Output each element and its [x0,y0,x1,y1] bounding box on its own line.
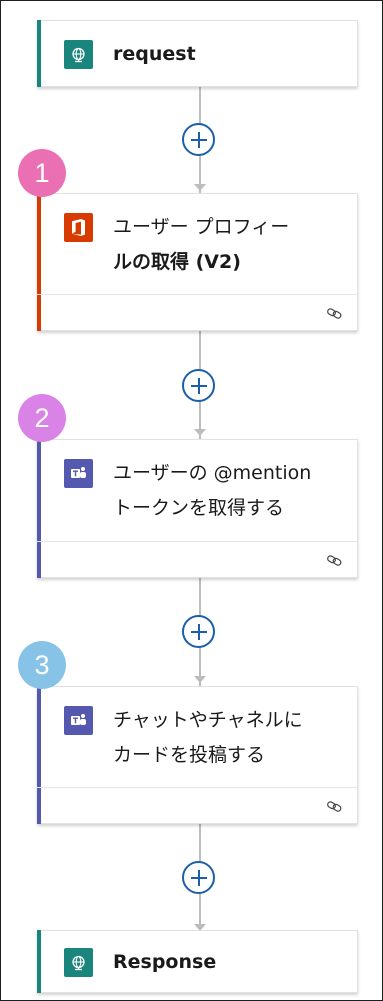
card-accent-bar [37,930,41,993]
card-footer [37,541,357,579]
arrow-down-icon [194,184,206,191]
teams-icon [64,459,93,488]
link-icon[interactable] [326,798,343,815]
add-step-button[interactable] [182,615,215,648]
arrow-down-icon [194,924,206,931]
step-number-badge: 2 [18,394,66,442]
card-footer [37,787,357,825]
step-title: request [113,43,196,65]
card-accent-bar [37,193,41,331]
step-number-badge: 1 [18,149,66,197]
step-title-line-1: ユーザー プロフィー [113,216,290,238]
step-title-line-2: ルの取得 (V2) [113,251,241,273]
arrow-down-icon [194,429,206,436]
step-card-get-mention-token[interactable]: ユーザーの @mention トークンを取得する [37,439,358,578]
step-number-badge: 3 [18,641,66,689]
step-title-line-2: トークンを取得する [113,497,285,519]
office-icon [64,213,93,242]
step-card-request[interactable]: request [37,20,358,87]
card-accent-bar [37,20,41,87]
card-accent-bar [37,686,41,824]
step-title-line-2: カードを投稿する [113,744,266,766]
add-step-button[interactable] [182,123,215,156]
card-accent-bar [37,439,41,578]
link-icon[interactable] [326,552,343,569]
step-card-post-card[interactable]: チャットやチャネルに カードを投稿する [37,686,358,824]
step-title-line-1: チャットやチャネルに [113,709,303,731]
add-step-button[interactable] [182,369,215,402]
globe-icon [64,40,93,69]
link-icon[interactable] [326,305,343,322]
step-card-response[interactable]: Response [37,930,358,993]
arrow-down-icon [194,676,206,683]
add-step-button[interactable] [182,861,215,894]
card-footer [37,294,357,332]
step-card-get-user-profile[interactable]: ユーザー プロフィー ルの取得 (V2) [37,193,358,331]
teams-icon [64,706,93,735]
globe-icon [64,948,93,977]
step-title-line-1: ユーザーの @mention [113,462,312,484]
step-title: Response [113,951,217,973]
